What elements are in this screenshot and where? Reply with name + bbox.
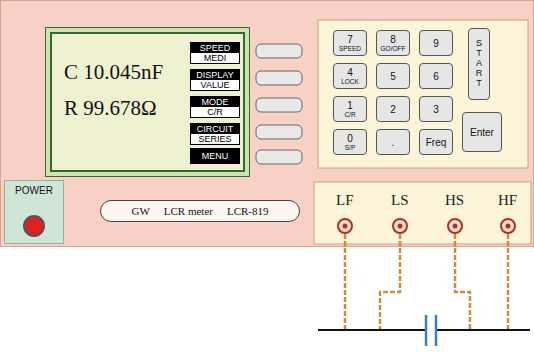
node-text: 2 — [390, 104, 396, 115]
softkey-label: SPEEDMEDI — [190, 42, 240, 64]
node-text: Enter — [470, 127, 494, 138]
key: Freq — [419, 129, 453, 155]
key: 7SPEED — [333, 30, 367, 56]
model-plate: GW LCR meter LCR-819 — [100, 200, 300, 222]
node-text: 0 — [347, 133, 353, 144]
node-text: S/P — [345, 144, 355, 151]
key: 9 — [419, 30, 453, 56]
keypad-panel — [318, 20, 528, 168]
node-text: 1 — [347, 100, 353, 111]
node-text: SERIES — [191, 134, 239, 144]
lcd-display: C 10.045nF R 99.678Ω SPEEDMEDI DISPLAYVALUE… — [50, 32, 245, 172]
key: . — [376, 129, 410, 155]
node-text: C/R — [191, 107, 239, 117]
node-text: GO/OFF — [381, 45, 406, 52]
node-text: MEDI — [191, 53, 239, 63]
softkey-label: DISPLAYVALUE — [190, 69, 240, 91]
node-text: 8 — [390, 34, 396, 45]
key: 8GO/OFF — [376, 30, 410, 56]
softkey-label: MODEC/R — [190, 96, 240, 118]
node-text: SPEED — [191, 43, 239, 53]
key: 5 — [376, 63, 410, 89]
node-text: R 99.678Ω — [64, 96, 157, 120]
node-text: POWER — [5, 185, 63, 196]
softkey-label: CIRCUITSERIES — [190, 123, 240, 145]
node-text: START — [475, 39, 484, 88]
key: 3 — [419, 96, 453, 122]
node-text: 3 — [433, 104, 439, 115]
node-text: C/R — [344, 111, 355, 118]
node-text: CIRCUIT — [191, 124, 239, 134]
node-text: LOCK — [341, 78, 359, 85]
node-text: LCR meter — [164, 205, 213, 217]
node-text: Freq — [426, 137, 447, 148]
node-text: DISPLAY — [191, 70, 239, 80]
node-text: MODE — [191, 97, 239, 107]
node-text: 6 — [433, 71, 439, 82]
terminals — [338, 219, 515, 233]
softkey-label: MENU — [190, 148, 240, 164]
front-panel — [1, 1, 534, 247]
node-text: LCR-819 — [227, 205, 269, 217]
node-text: 5 — [390, 71, 396, 82]
capacitor-symbol — [426, 315, 436, 346]
node-text: C 10.045nF — [64, 60, 163, 84]
node-text: 7 — [347, 34, 353, 45]
node-text: SPEED — [339, 45, 361, 52]
key: 2 — [376, 96, 410, 122]
power-box: POWER — [4, 180, 64, 244]
soft-keys — [256, 44, 302, 164]
node-text: 4 — [347, 67, 353, 78]
terminal-label: LS — [391, 192, 409, 209]
node-text: MENU — [191, 149, 239, 163]
terminal-label: HF — [498, 192, 517, 209]
enter-key: Enter — [462, 112, 502, 152]
node-text: . — [392, 137, 395, 148]
start-key: START — [468, 28, 490, 100]
key: 1C/R — [333, 96, 367, 122]
terminal-label: HS — [445, 192, 464, 209]
terminal-panel — [314, 182, 531, 244]
power-button — [23, 215, 45, 237]
key: 6 — [419, 63, 453, 89]
node-text: VALUE — [191, 80, 239, 90]
key: 0S/P — [333, 129, 367, 155]
terminal-label: LF — [336, 192, 354, 209]
dut-leads — [318, 329, 530, 331]
key: 4LOCK — [333, 63, 367, 89]
node-text: 9 — [433, 38, 439, 49]
node-text: GW — [131, 205, 149, 217]
